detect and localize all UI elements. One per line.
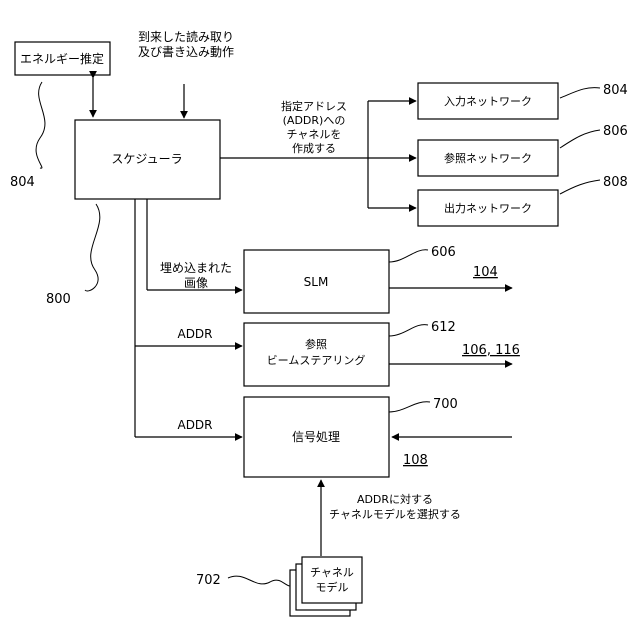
output-network-ref-leader bbox=[560, 180, 600, 194]
create-channel-label-line2: (ADDR)への bbox=[283, 114, 346, 127]
channel-model-label-line1: チャネル bbox=[310, 566, 354, 579]
signal-processing-label: 信号処理 bbox=[292, 430, 340, 444]
create-channel-label-line4: 作成する bbox=[292, 142, 336, 155]
slm-label: SLM bbox=[304, 275, 329, 289]
output-network-label: 出力ネットワーク bbox=[444, 201, 532, 215]
signal-input-ref: 108 bbox=[403, 453, 428, 468]
select-channel-label-line2: チャネルモデルを選択する bbox=[329, 507, 461, 521]
channel-model-document bbox=[302, 557, 362, 603]
embedded-image-label-line1: 埋め込まれた bbox=[160, 261, 232, 275]
signal-processing-ref-leader bbox=[389, 402, 430, 412]
scheduler-label: スケジューラ bbox=[111, 152, 182, 166]
energy-ref-number: 804 bbox=[10, 175, 35, 190]
beam-steering-ref-number: 612 bbox=[431, 320, 456, 335]
energy-ref-leader bbox=[36, 82, 45, 168]
slm-ref-number: 606 bbox=[431, 245, 456, 260]
beam-steering-label-line2: ビームステアリング bbox=[267, 353, 366, 367]
scheduler-ref-number: 800 bbox=[46, 292, 71, 307]
input-network-ref-number: 804 bbox=[603, 83, 628, 98]
signal-processing-ref-number: 700 bbox=[433, 397, 458, 412]
scheduler-ref-leader bbox=[85, 204, 100, 291]
input-network-ref-leader bbox=[560, 88, 600, 98]
slm-output-ref: 104 bbox=[473, 265, 498, 280]
reference-network-label: 参照ネットワーク bbox=[444, 151, 532, 165]
beam-steering-ref-leader bbox=[389, 325, 428, 336]
embedded-image-label-line2: 画像 bbox=[184, 276, 208, 290]
reference-network-ref-number: 806 bbox=[603, 124, 628, 139]
channel-model-ref-leader bbox=[228, 576, 290, 586]
channel-model-label-line2: モデル bbox=[316, 580, 349, 594]
incoming-ops-label-line1: 到来した読み取り bbox=[138, 29, 234, 44]
addr-label-1: ADDR bbox=[177, 327, 212, 341]
channel-model-ref-number: 702 bbox=[196, 573, 221, 588]
reference-network-ref-leader bbox=[560, 130, 600, 148]
energy-estimation-label: エネルギー推定 bbox=[20, 51, 104, 66]
slm-ref-leader bbox=[389, 250, 428, 262]
addr-label-2: ADDR bbox=[177, 418, 212, 432]
output-network-ref-number: 808 bbox=[603, 175, 628, 190]
beam-steering-output-ref: 106, 116 bbox=[462, 343, 520, 358]
select-channel-label-line1: ADDRに対する bbox=[357, 492, 433, 506]
create-channel-label-line3: チャネルを bbox=[287, 128, 342, 141]
create-channel-label-line1: 指定アドレス bbox=[281, 99, 347, 113]
incoming-ops-label-line2: 及び書き込み動作 bbox=[138, 45, 234, 59]
input-network-label: 入力ネットワーク bbox=[444, 95, 532, 108]
beam-steering-label-line1: 参照 bbox=[305, 337, 327, 351]
